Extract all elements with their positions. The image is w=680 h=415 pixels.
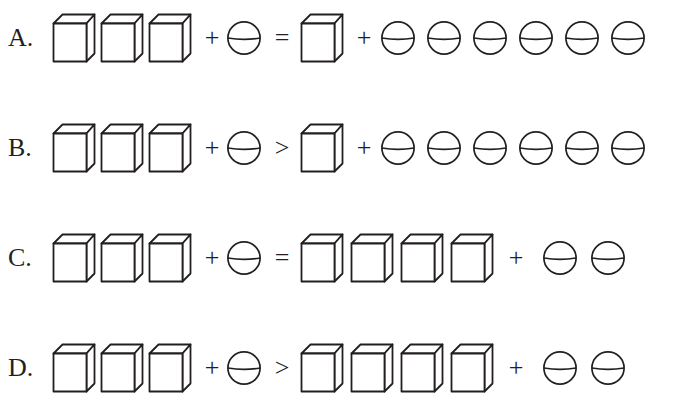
cube <box>102 125 143 172</box>
cube <box>150 125 191 172</box>
operator-sign: + <box>509 355 524 381</box>
cube <box>352 345 393 392</box>
cube <box>302 235 343 282</box>
sphere <box>228 242 260 274</box>
operator-sign: = <box>275 25 290 51</box>
sphere <box>520 132 552 164</box>
operator-sign: > <box>275 135 290 161</box>
sphere <box>612 132 644 164</box>
cube <box>402 345 443 392</box>
sphere <box>566 22 598 54</box>
option-letter: D. <box>8 355 33 381</box>
sphere <box>382 132 414 164</box>
cube <box>54 235 95 282</box>
sphere <box>544 242 576 274</box>
operator-sign: + <box>357 135 372 161</box>
cube <box>302 125 343 172</box>
cube <box>54 345 95 392</box>
operator-sign: + <box>509 245 524 271</box>
cube <box>150 235 191 282</box>
cube <box>150 345 191 392</box>
sphere <box>474 132 506 164</box>
cube <box>102 235 143 282</box>
sphere <box>228 352 260 384</box>
operator-sign: + <box>205 25 220 51</box>
cube <box>452 345 493 392</box>
option-letter: A. <box>8 25 33 51</box>
operator-sign: + <box>205 355 220 381</box>
sphere <box>544 352 576 384</box>
cube <box>402 235 443 282</box>
operator-sign: + <box>205 135 220 161</box>
option-letter: B. <box>8 135 32 161</box>
cube <box>352 235 393 282</box>
sphere <box>428 132 460 164</box>
option-letter: C. <box>8 245 32 271</box>
operator-sign: = <box>275 245 290 271</box>
sphere <box>566 132 598 164</box>
row-a-figures <box>54 15 645 62</box>
operator-sign: + <box>205 245 220 271</box>
cube <box>452 235 493 282</box>
sphere <box>382 22 414 54</box>
cube <box>302 15 343 62</box>
sphere <box>228 132 260 164</box>
row-c-figures <box>54 235 625 282</box>
operator-sign: > <box>275 355 290 381</box>
sphere <box>612 22 644 54</box>
sphere <box>474 22 506 54</box>
cube <box>302 345 343 392</box>
operator-sign: + <box>357 25 372 51</box>
sphere <box>520 22 552 54</box>
cube <box>54 125 95 172</box>
cube <box>150 15 191 62</box>
sphere <box>228 22 260 54</box>
row-b-figures <box>54 125 645 172</box>
sphere <box>592 242 624 274</box>
cube <box>102 15 143 62</box>
sphere <box>592 352 624 384</box>
cube <box>102 345 143 392</box>
row-d-figures <box>54 345 625 392</box>
sphere <box>428 22 460 54</box>
cube <box>54 15 95 62</box>
